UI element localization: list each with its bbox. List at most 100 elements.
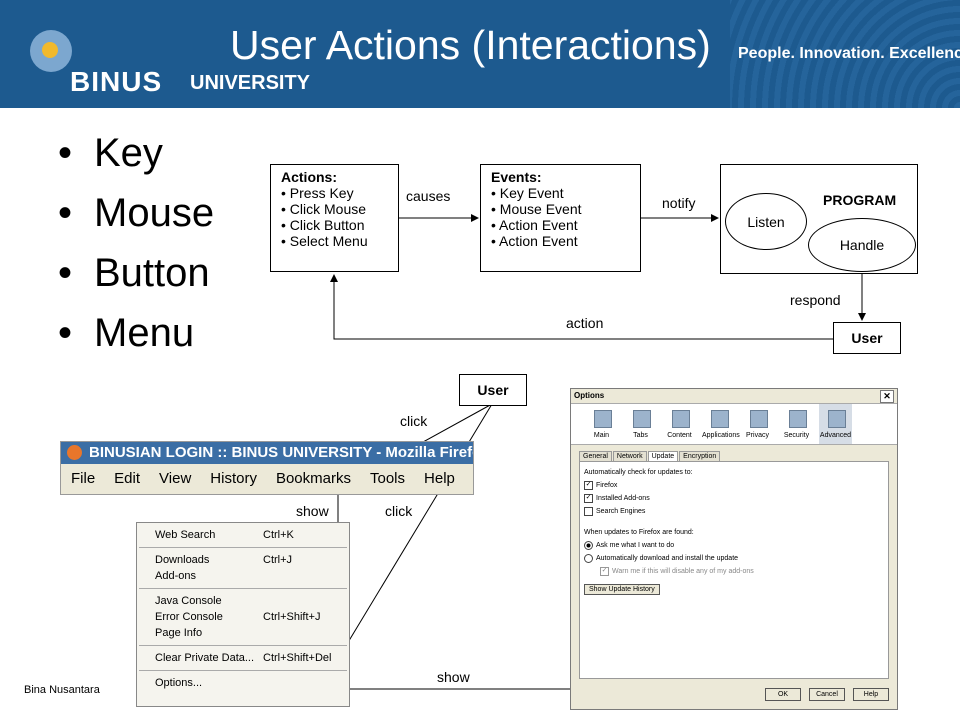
firefox-titlebar: BINUSIAN LOGIN :: BINUS UNIVERSITY - Moz… [61, 442, 473, 464]
pane-advanced[interactable]: Advanced [819, 404, 852, 444]
cancel-button[interactable]: Cancel [809, 688, 845, 701]
check-label: Firefox [596, 482, 618, 489]
found-heading: When updates to Firefox are found: [584, 529, 694, 536]
show-update-history-button[interactable]: Show Update History [584, 584, 660, 595]
logo-university: UNIVERSITY [190, 72, 311, 94]
menu-item-add-ons[interactable]: Add-ons [137, 568, 349, 584]
close-icon[interactable]: ✕ [880, 390, 894, 403]
menu-item-page-info[interactable]: Page Info [137, 625, 349, 641]
bullet-text: Key [94, 131, 163, 175]
menu-view[interactable]: View [159, 470, 192, 487]
logo-accent-icon [42, 42, 58, 58]
footer-text: Bina Nusantara [24, 684, 100, 696]
handle-ellipse: Handle [808, 218, 916, 272]
check-firefox[interactable]: ✓Firefox [584, 479, 884, 492]
actions-heading: Actions: [281, 169, 337, 185]
menu-edit[interactable]: Edit [114, 470, 141, 487]
checkbox-disabled-icon: ✓ [600, 566, 609, 576]
menu-item-label: Web Search [155, 529, 216, 541]
menu-tools[interactable]: Tools [369, 470, 406, 487]
menu-item-label: Downloads [155, 554, 210, 566]
pane-security[interactable]: Security [780, 404, 813, 444]
ok-button[interactable]: OK [765, 688, 801, 701]
bullet-text: Menu [94, 311, 195, 355]
actions-item: • Press Key [281, 185, 354, 201]
menu-separator [139, 670, 347, 671]
listen-ellipse: Listen [725, 193, 807, 250]
actions-box: Actions: • Press Key • Click Mouse • Cli… [270, 164, 399, 272]
logo-name: BINUS [70, 66, 163, 97]
menu-separator [139, 645, 347, 646]
bullet-item: • Button [58, 248, 214, 308]
options-dialog: Options ✕ Main Tabs Content Applications… [570, 388, 898, 710]
menu-item-shortcut: Ctrl+J [263, 554, 293, 566]
check-add-ons[interactable]: ✓Installed Add-ons [584, 492, 884, 505]
radio-selected-icon[interactable] [584, 540, 593, 550]
events-item: • Key Event [491, 185, 564, 201]
menu-item-label: Clear Private Data... [155, 652, 255, 664]
radio-ask[interactable]: Ask me what I want to do [584, 539, 884, 552]
check-search-engines[interactable]: Search Engines [584, 505, 884, 518]
menu-item-clear-private-data[interactable]: Clear Private Data... Ctrl+Shift+Del [137, 650, 349, 666]
firefox-menubar: File Edit View History Bookmarks Tools H… [61, 464, 473, 487]
events-item: • Action Event [491, 233, 578, 249]
checkbox-checked-icon[interactable]: ✓ [584, 493, 593, 503]
menu-bookmarks[interactable]: Bookmarks [275, 470, 351, 487]
radio-label: Automatically download and install the u… [596, 555, 739, 562]
firefox-window: BINUSIAN LOGIN :: BINUS UNIVERSITY - Moz… [60, 441, 474, 495]
action-arrow [330, 274, 833, 340]
events-heading: Events: [491, 169, 542, 185]
pane-applications[interactable]: Applications [702, 404, 740, 444]
radio-label: Ask me what I want to do [596, 542, 675, 549]
pane-main[interactable]: Main [585, 404, 618, 444]
bullet-dot: • [58, 311, 73, 355]
show-bottom-label: show [437, 669, 470, 685]
check-label: Installed Add-ons [596, 495, 650, 502]
bullet-text: Mouse [94, 191, 215, 235]
bullet-dot: • [58, 131, 73, 175]
checkbox-checked-icon[interactable]: ✓ [584, 480, 593, 490]
pane-content[interactable]: Content [663, 404, 696, 444]
menu-item-web-search[interactable]: Web Search Ctrl+K [137, 527, 349, 543]
warn-label: Warn me if this will disable any of my a… [612, 568, 754, 575]
menu-history[interactable]: History [210, 470, 257, 487]
bullet-dot: • [58, 251, 73, 295]
tab-encryption[interactable]: Encryption [679, 451, 721, 461]
radio-auto[interactable]: Automatically download and install the u… [584, 552, 884, 565]
user-box-top: User [833, 322, 901, 354]
radio-empty-icon[interactable] [584, 553, 593, 563]
tab-update[interactable]: Update [647, 451, 679, 461]
checkbox-empty-icon[interactable] [584, 506, 593, 516]
pane-tabs[interactable]: Tabs [624, 404, 657, 444]
menu-item-downloads[interactable]: Downloads Ctrl+J [137, 552, 349, 568]
help-button[interactable]: Help [853, 688, 889, 701]
header-banner: BINUS UNIVERSITY User Actions (Interacti… [0, 0, 960, 108]
dialog-buttons: OK Cancel Help [757, 688, 889, 701]
actions-item: • Click Mouse [281, 201, 367, 217]
action-label: action [566, 315, 604, 331]
options-titlebar: Options ✕ [571, 389, 897, 404]
menu-item-shortcut: Ctrl+K [263, 529, 294, 541]
menu-item-label: Error Console [155, 611, 223, 623]
menu-item-options[interactable]: Options... [137, 675, 349, 691]
warn-addons[interactable]: ✓Warn me if this will disable any of my … [584, 565, 884, 578]
pane-privacy[interactable]: Privacy [741, 404, 774, 444]
menu-file[interactable]: File [71, 470, 96, 487]
program-heading: PROGRAM [823, 192, 897, 208]
respond-label: respond [790, 292, 841, 308]
menu-item-java-console[interactable]: Java Console [137, 593, 349, 609]
tools-dropdown: Web Search Ctrl+K Downloads Ctrl+J Add-ons… [136, 522, 350, 707]
events-item: • Mouse Event [491, 201, 582, 217]
options-toolbar: Main Tabs Content Applications Privacy S… [571, 404, 897, 445]
menu-item-shortcut: Ctrl+Shift+Del [263, 652, 332, 664]
bullet-text: Button [94, 251, 210, 295]
tagline: People. Innovation. Excellence. [738, 45, 960, 62]
tab-network[interactable]: Network [612, 451, 647, 461]
options-tabs: General Network Update Encryption [571, 445, 897, 461]
tab-general[interactable]: General [579, 451, 612, 461]
menu-separator [139, 588, 347, 589]
menu-separator [139, 547, 347, 548]
bullet-dot: • [58, 191, 73, 235]
menu-help[interactable]: Help [424, 470, 455, 487]
